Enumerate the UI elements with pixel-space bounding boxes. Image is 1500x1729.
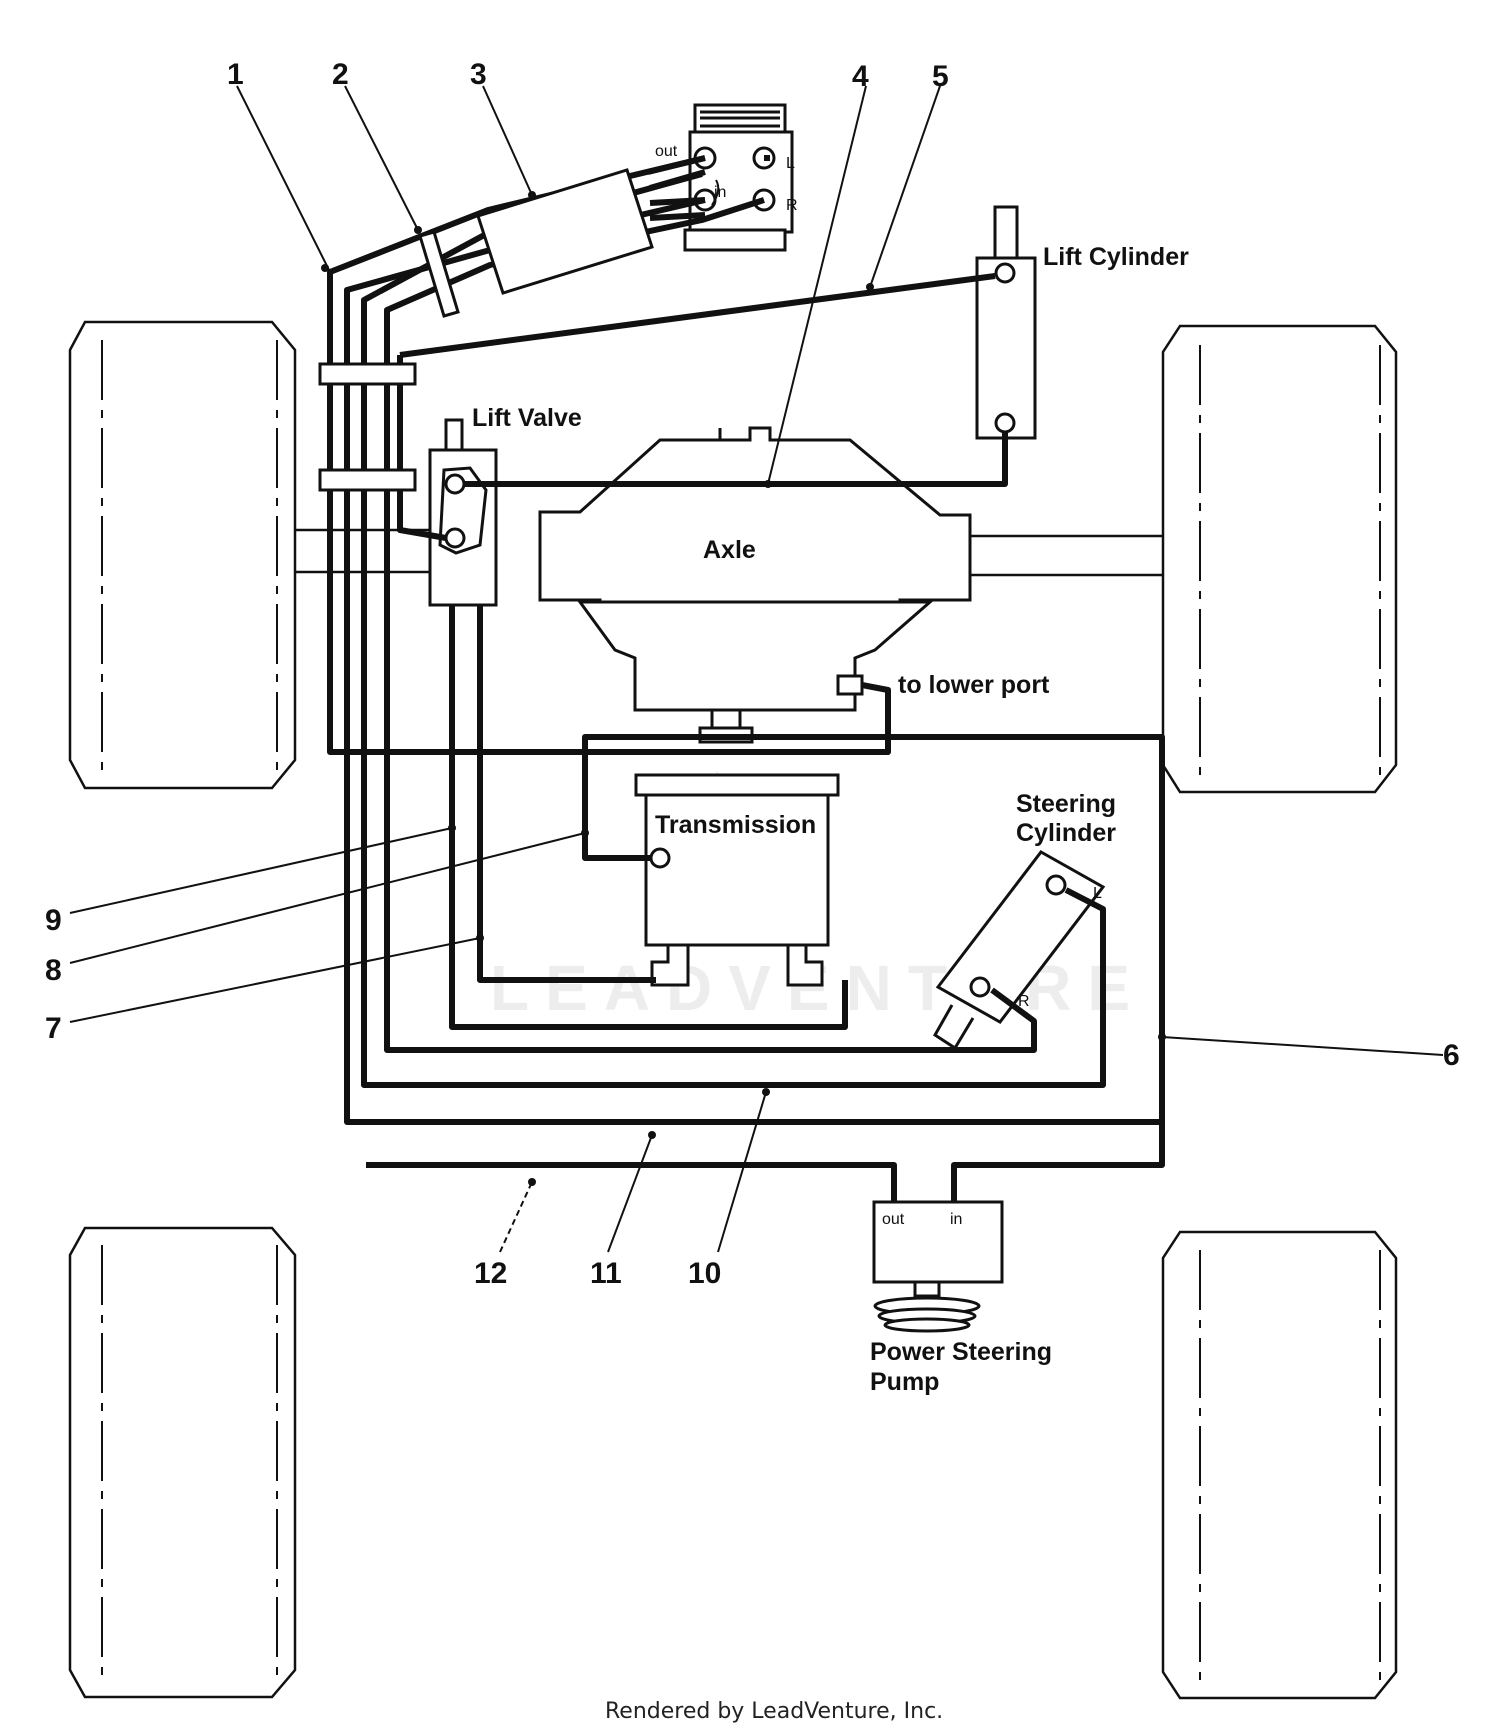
lift-valve xyxy=(428,418,498,607)
hose-1-route xyxy=(327,155,891,755)
valve-port-out: out xyxy=(655,143,678,160)
hose-10-route xyxy=(384,197,1037,1053)
callout-4: 4 xyxy=(852,60,869,93)
callout-8: 8 xyxy=(45,954,62,987)
axle-label: Axle xyxy=(703,536,756,564)
lift-cylinder xyxy=(975,205,1037,440)
steering-cylinder xyxy=(932,850,1106,1051)
transmission-label: Transmission xyxy=(655,811,816,839)
pump-port-in: in xyxy=(950,1211,962,1228)
steering-port-r: R xyxy=(1018,993,1030,1010)
tire-front-left xyxy=(68,320,297,790)
callout-9: 9 xyxy=(45,904,62,937)
callout-5: 5 xyxy=(932,60,949,93)
hose-4-route xyxy=(463,432,1008,487)
hose-pump-out xyxy=(366,1162,897,1202)
tire-front-right xyxy=(1161,324,1398,794)
steering-cylinder-label-2: Cylinder xyxy=(1016,819,1116,847)
power-steering-pump-label-2: Pump xyxy=(870,1368,939,1396)
valve-port-in: in xyxy=(714,184,726,201)
to-lower-port-label: to lower port xyxy=(898,671,1050,699)
valve-leads xyxy=(647,155,706,221)
tire-rear-right xyxy=(1161,1230,1398,1700)
transmission xyxy=(634,773,840,987)
hose-brackets xyxy=(318,362,417,492)
power-steering-pump-label-1: Power Steering xyxy=(870,1338,1052,1366)
callout-2: 2 xyxy=(332,58,349,91)
footer-credit: Rendered by LeadVenture, Inc. xyxy=(605,1699,943,1724)
lift-cylinder-label: Lift Cylinder xyxy=(1043,243,1189,271)
pump-port-out: out xyxy=(882,1211,905,1228)
callout-leaders xyxy=(69,85,1444,1253)
callout-3: 3 xyxy=(470,58,487,91)
callout-1: 1 xyxy=(227,58,244,91)
callouts: 1 2 3 4 5 6 7 8 9 10 11 12 xyxy=(45,58,1460,1290)
valve-port-l: L xyxy=(786,155,795,172)
hose-clamp xyxy=(418,230,460,318)
power-steering-pump xyxy=(872,1200,1004,1333)
hose-lift-feed xyxy=(397,355,447,541)
callout-10: 10 xyxy=(688,1257,721,1290)
inline-filter xyxy=(476,168,654,295)
axle-housing xyxy=(538,426,972,744)
control-valve xyxy=(683,103,794,252)
callout-7: 7 xyxy=(45,1012,62,1045)
tire-rear-left xyxy=(68,1226,297,1699)
hose-pump-in xyxy=(951,1110,1165,1202)
callout-6: 6 xyxy=(1443,1039,1460,1072)
hose-7-route xyxy=(477,605,656,983)
steering-cylinder-label-1: Steering xyxy=(1016,790,1116,818)
callout-11: 11 xyxy=(590,1257,622,1290)
valve-port-r: R xyxy=(786,197,798,214)
hose-5-route xyxy=(399,273,996,358)
callout-12: 12 xyxy=(474,1257,507,1290)
hose-9-route xyxy=(449,605,848,1030)
steering-port-l: L xyxy=(1093,885,1102,902)
lift-valve-label: Lift Valve xyxy=(472,404,582,432)
